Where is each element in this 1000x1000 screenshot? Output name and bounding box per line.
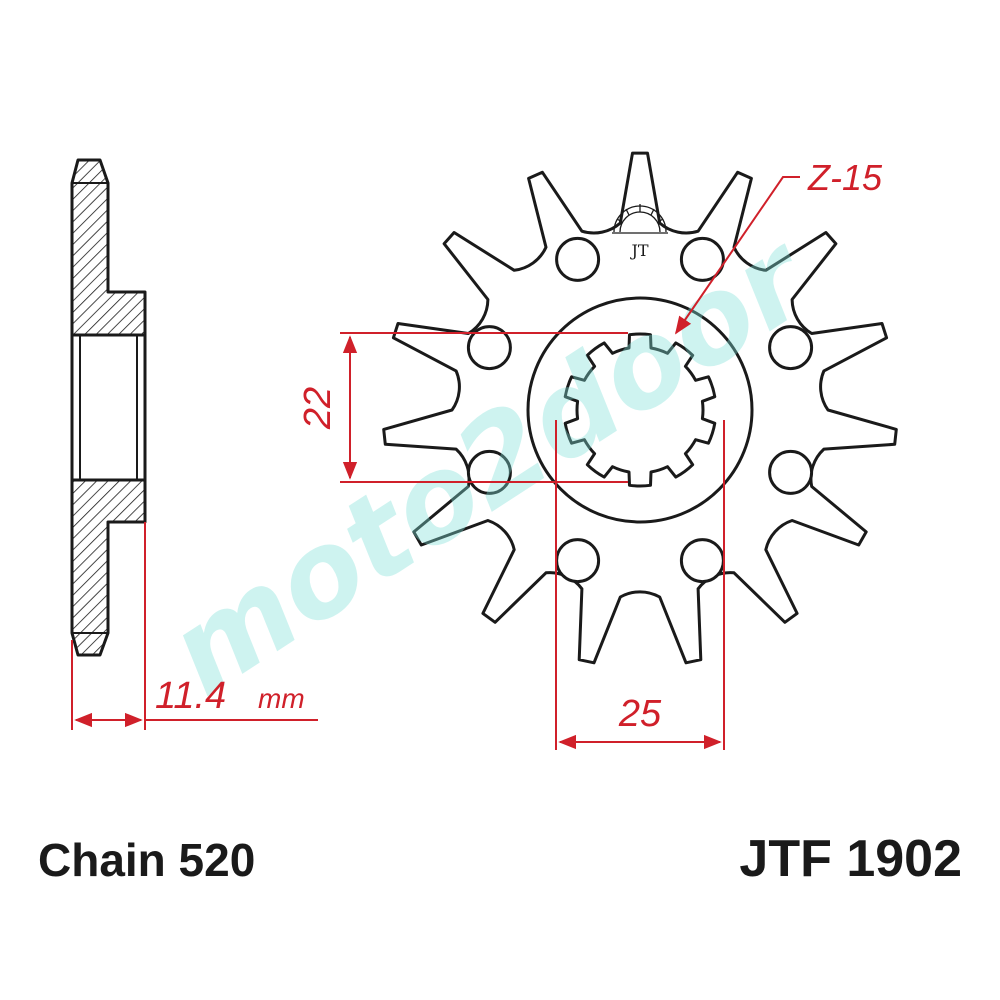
jt-logo-text: JT <box>629 241 648 260</box>
teeth-leader-line <box>674 176 800 335</box>
bolt-hole <box>679 236 725 282</box>
dimensions <box>71 176 800 750</box>
spline-dimension-label: 22 <box>297 387 339 430</box>
bolt-hole <box>679 538 725 584</box>
side-profile <box>70 158 147 657</box>
chain-label: Chain 520 <box>38 834 255 886</box>
side-profile-section-lower <box>70 478 147 657</box>
hole-dimension-label: 25 <box>618 693 662 735</box>
bolt-hole <box>555 538 601 584</box>
part-number: JTF 1902 <box>739 830 962 888</box>
side-profile-section <box>70 158 147 337</box>
side-profile-bore <box>70 333 147 482</box>
bolt-hole <box>768 325 814 371</box>
bolt-hole <box>466 325 512 371</box>
thickness-value-label: 11.4 <box>155 675 226 717</box>
teeth-label: Z-15 <box>807 157 883 198</box>
bolt-hole <box>768 449 814 495</box>
hub-circle <box>526 296 754 524</box>
thickness-unit-label: mm <box>258 683 305 714</box>
jt-logo: JT <box>612 204 668 260</box>
spline-bore <box>563 332 717 488</box>
bolt-hole <box>555 236 601 282</box>
